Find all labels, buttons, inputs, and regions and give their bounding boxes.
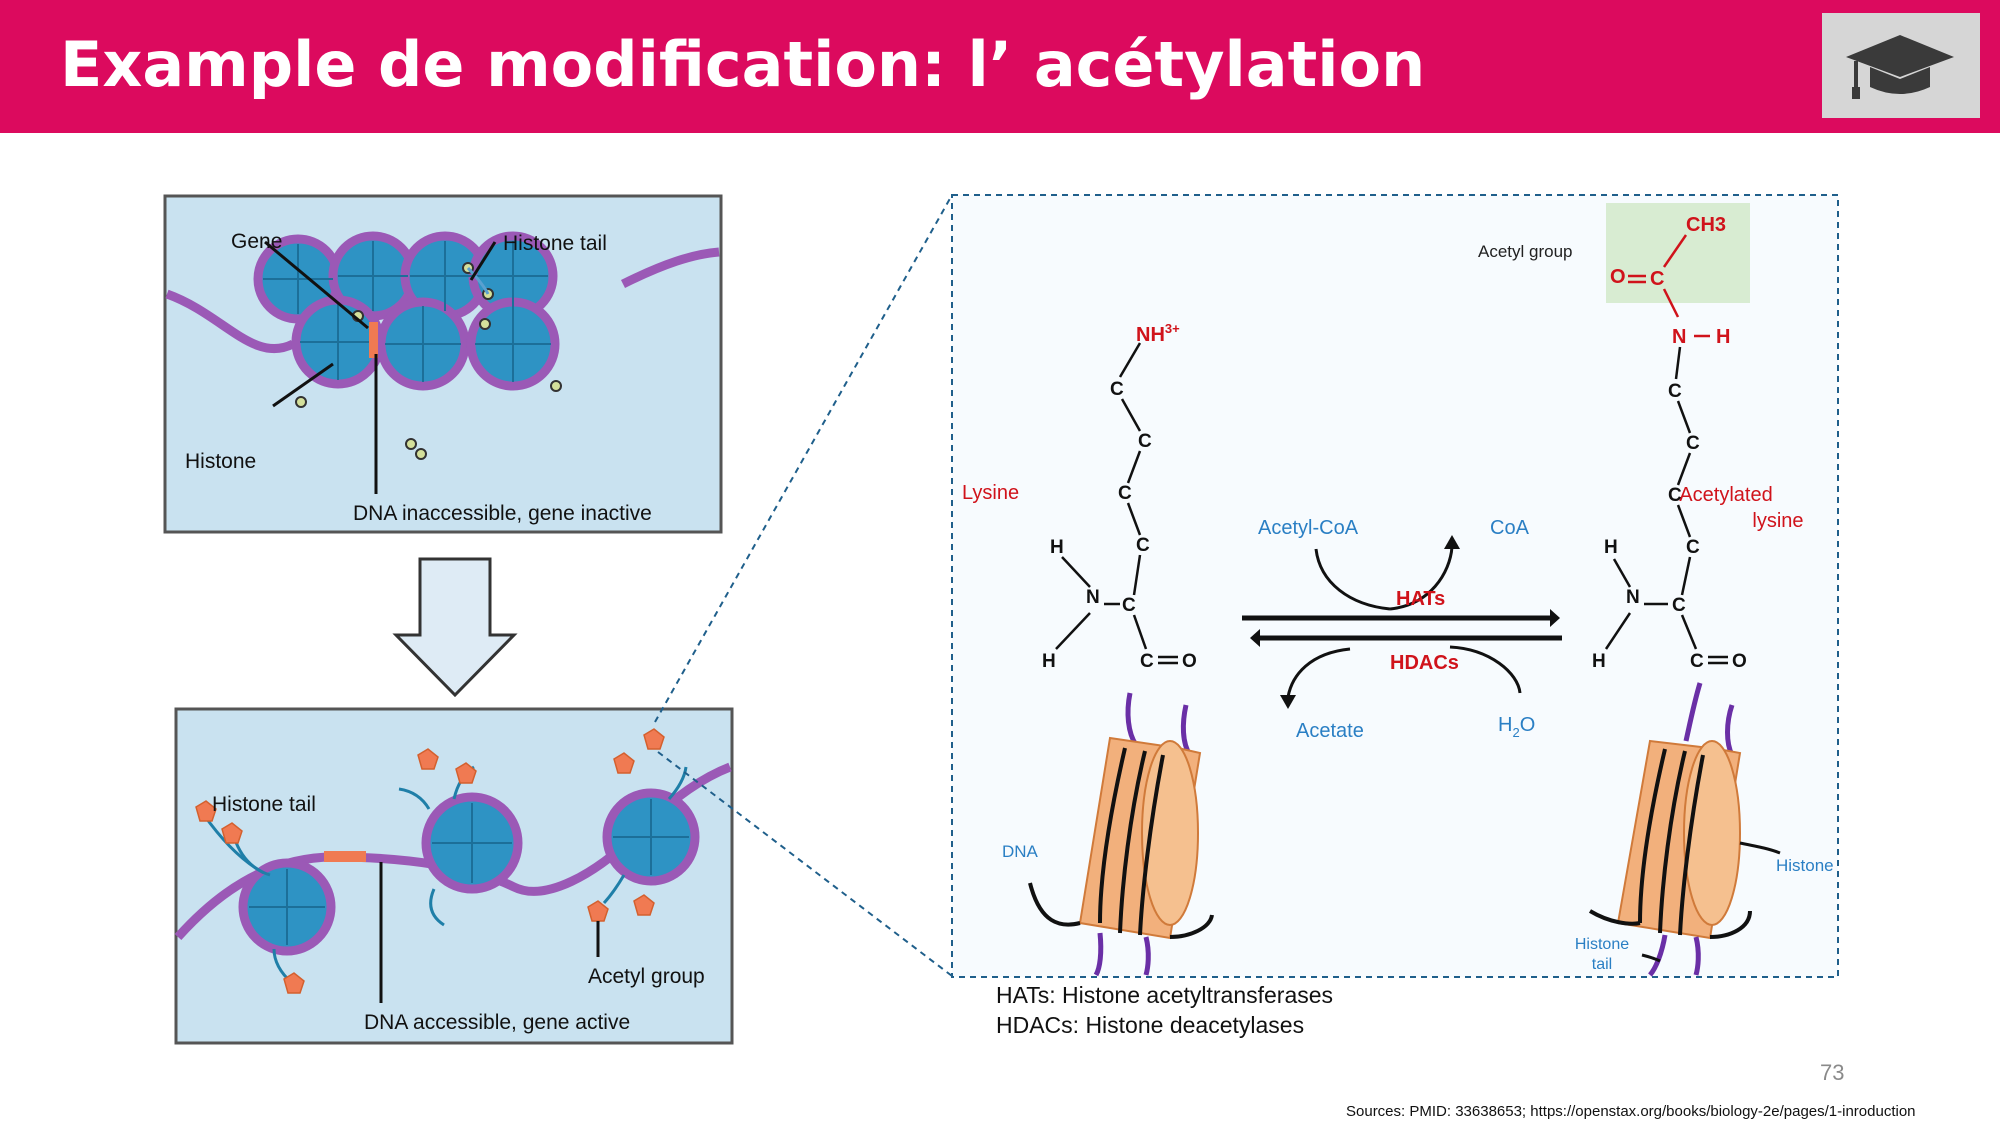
acetylation-reaction-diagram: Acetyl group CH3 O C N H NH3+ C C C C C … [951, 194, 1839, 978]
svg-text:H: H [1042, 651, 1056, 672]
svg-text:H: H [1592, 651, 1606, 672]
hdacs-label: HDACs [1390, 652, 1459, 674]
histone-tail-label: Histone tail [212, 793, 316, 816]
acetyl-coa-label: Acetyl-CoA [1258, 517, 1359, 539]
open-chromatin-figure: Histone tail Acetyl group DNA accessible… [174, 707, 734, 1045]
nucleosome [602, 788, 700, 886]
svg-text:C: C [1668, 381, 1682, 402]
svg-text:N: N [1086, 587, 1100, 608]
oxygen-label: O [1610, 266, 1626, 288]
acetate-label: Acetate [1296, 720, 1364, 742]
acetyl-groups [195, 728, 665, 994]
gene-inactive-label: DNA inaccessible, gene inactive [353, 502, 652, 525]
lysine-bonds [1055, 342, 1178, 665]
dna-label: DNA [1002, 842, 1039, 861]
acetyl-group-highlight [1606, 203, 1750, 303]
histone-tail-label-right-2: tail [1592, 956, 1612, 973]
carbonyl-carbon-label: C [1650, 268, 1664, 290]
nh3-label: NH3+ [1136, 321, 1180, 346]
histone-label: Histone [185, 450, 256, 473]
lysine-label-right: lysine [1752, 510, 1803, 532]
title-bar: Example de modification: l’ acétylation [0, 0, 2000, 133]
svg-text:H: H [1050, 537, 1064, 558]
svg-text:O: O [1182, 651, 1197, 672]
svg-text:C: C [1672, 595, 1686, 616]
nucleosome [238, 858, 336, 956]
logo-box [1822, 13, 1980, 118]
gene-pointer [264, 240, 369, 330]
right-nucleosome [1588, 682, 1781, 977]
lysine-backbone: C C C C C C O N H H [1042, 379, 1197, 672]
acetylated-lysine-backbone: C C C C C C O N H H [1592, 381, 1747, 672]
down-arrow-icon [392, 557, 518, 697]
tail-pointer [469, 241, 497, 281]
lysine-label: Lysine [962, 482, 1019, 504]
water-label: H2O [1498, 714, 1535, 740]
svg-text:C: C [1138, 431, 1152, 452]
gene-segment [369, 322, 378, 358]
svg-text:C: C [1668, 485, 1682, 506]
condensed-chromatin-figure: Gene Histone tail Histone DNA inaccessib… [163, 194, 723, 534]
svg-text:C: C [1686, 537, 1700, 558]
acetylated-label: Acetylated [1679, 484, 1772, 506]
nucleosome [421, 792, 523, 894]
svg-text:C: C [1122, 595, 1136, 616]
graduation-cap-icon [1846, 35, 1954, 99]
page-number: 73 [1820, 1060, 1845, 1085]
slide-title: Example de modification: l’ acétylation [60, 28, 1426, 101]
svg-text:C: C [1690, 651, 1704, 672]
hats-label: HATs [1396, 588, 1445, 610]
acetyl-group-label: Acetyl group [588, 965, 705, 988]
histone-tail-label-right-1: Histone [1575, 936, 1629, 953]
amide-hydrogen-label: H [1716, 326, 1730, 348]
gene-segment [324, 851, 366, 862]
svg-text:C: C [1118, 483, 1132, 504]
svg-text:C: C [1686, 433, 1700, 454]
nucleosome-cluster [253, 231, 560, 391]
left-nucleosome [1028, 692, 1214, 977]
gene-label: Gene [231, 230, 282, 253]
legend-hdacs: HDACs: Histone deacetylases [996, 1012, 1305, 1038]
histone-label-right: Histone [1776, 856, 1834, 875]
amide-nitrogen-label: N [1672, 326, 1686, 348]
svg-text:C: C [1136, 535, 1150, 556]
dna-strand [165, 289, 296, 354]
legend-hats: HATs: Histone acetyltransferases [996, 982, 1334, 1008]
dna-strand [620, 247, 720, 289]
svg-text:N: N [1626, 587, 1640, 608]
svg-text:O: O [1732, 651, 1747, 672]
gene-active-label: DNA accessible, gene active [364, 1011, 630, 1034]
acetylated-lysine-bonds [1604, 346, 1728, 665]
svg-text:C: C [1110, 379, 1124, 400]
ch3-label: CH3 [1686, 214, 1726, 236]
reaction-arrows [1242, 535, 1562, 709]
histone-tail-label: Histone tail [503, 232, 607, 255]
sources-footnote: Sources: PMID: 33638653; https://opensta… [1346, 1103, 1916, 1120]
acetyl-group-caption: Acetyl group [1478, 242, 1573, 261]
histone-pointer [272, 362, 334, 408]
svg-text:C: C [1140, 651, 1154, 672]
coa-label: CoA [1490, 517, 1530, 539]
svg-text:H: H [1604, 537, 1618, 558]
